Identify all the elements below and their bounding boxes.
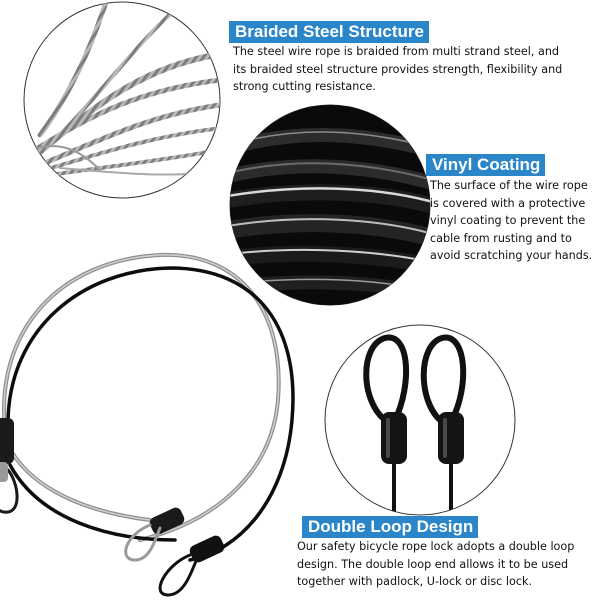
description-line: vinyl coating to prevent the	[430, 214, 586, 227]
loop-closeup-image	[324, 324, 516, 516]
description-line: The surface of the wire rope	[430, 179, 588, 192]
coiled-cables-image	[0, 252, 295, 597]
description-line: is covered with a protective	[430, 196, 586, 210]
description-line: Our safety bicycle rope lock adopts a do…	[297, 540, 575, 553]
description-line: together with padlock, U-lock or disc lo…	[297, 575, 533, 588]
braided-steel-title: Braided Steel Structure	[229, 21, 429, 43]
description-line: its braided steel structure provides str…	[233, 62, 563, 76]
description-line: cable from rusting and to	[430, 231, 572, 245]
vinyl-coating-description: The surface of the wire rope is covered …	[430, 177, 592, 265]
description-line: avoid scratching your hands.	[430, 249, 593, 262]
braided-closeup-image	[23, 1, 221, 199]
braided-steel-description: The steel wire rope is braided from mult…	[233, 43, 562, 96]
vinyl-closeup-image	[229, 104, 431, 306]
double-loop-description: Our safety bicycle rope lock adopts a do…	[297, 538, 574, 591]
double-loop-title: Double Loop Design	[302, 516, 479, 538]
description-line: strong cutting resistance.	[233, 80, 376, 93]
description-line: design. The double loop end allows it to…	[297, 557, 569, 571]
description-line: The steel wire rope is braided from mult…	[233, 45, 560, 58]
vinyl-coating-title: Vinyl Coating	[426, 154, 546, 176]
